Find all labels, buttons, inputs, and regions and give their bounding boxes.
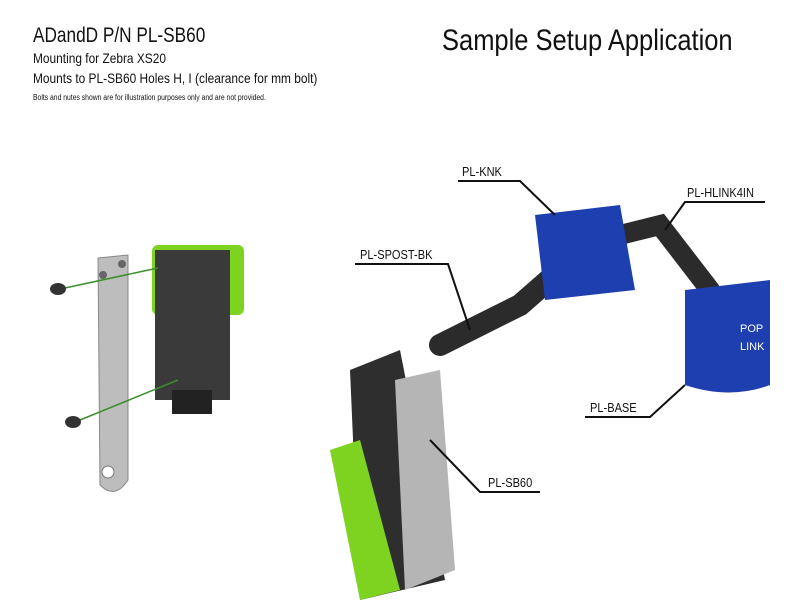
disclaimer-note: Bolts and nutes shown are for illustrati…	[33, 93, 266, 102]
subtitle-mounts-to: Mounts to PL-SB60 Holes H, I (clearance …	[33, 70, 318, 86]
spost-arm	[429, 259, 571, 356]
exploded-bracket-view	[50, 245, 244, 492]
bolt-icon	[65, 416, 81, 428]
leader-lines	[355, 180, 765, 493]
bracket-plate	[97, 254, 129, 492]
scanner-body	[155, 250, 230, 400]
label-pl-sb60: PL-SB60	[488, 475, 533, 490]
knk-knuckle	[535, 205, 635, 300]
document-title: ADandD P/N PL-SB60	[33, 24, 206, 47]
base-print-pop: POP	[740, 323, 763, 335]
sample-setup-heading: Sample Setup Application	[442, 24, 733, 57]
assembled-setup: POP LINK	[330, 205, 770, 600]
label-pl-knk: PL-KNK	[462, 164, 502, 179]
base-cylinder	[685, 280, 770, 393]
sb60-bracket	[395, 370, 455, 590]
label-pl-base: PL-BASE	[590, 400, 637, 415]
subtitle-mounting: Mounting for Zebra XS20	[33, 50, 166, 66]
base-print-link: LINK	[740, 341, 765, 353]
scanner-green-housing	[330, 440, 400, 600]
label-pl-spost-bk: PL-SPOST-BK	[360, 247, 433, 262]
bolt-icon	[50, 283, 66, 295]
label-pl-hlink4in: PL-HLINK4IN	[687, 185, 754, 200]
